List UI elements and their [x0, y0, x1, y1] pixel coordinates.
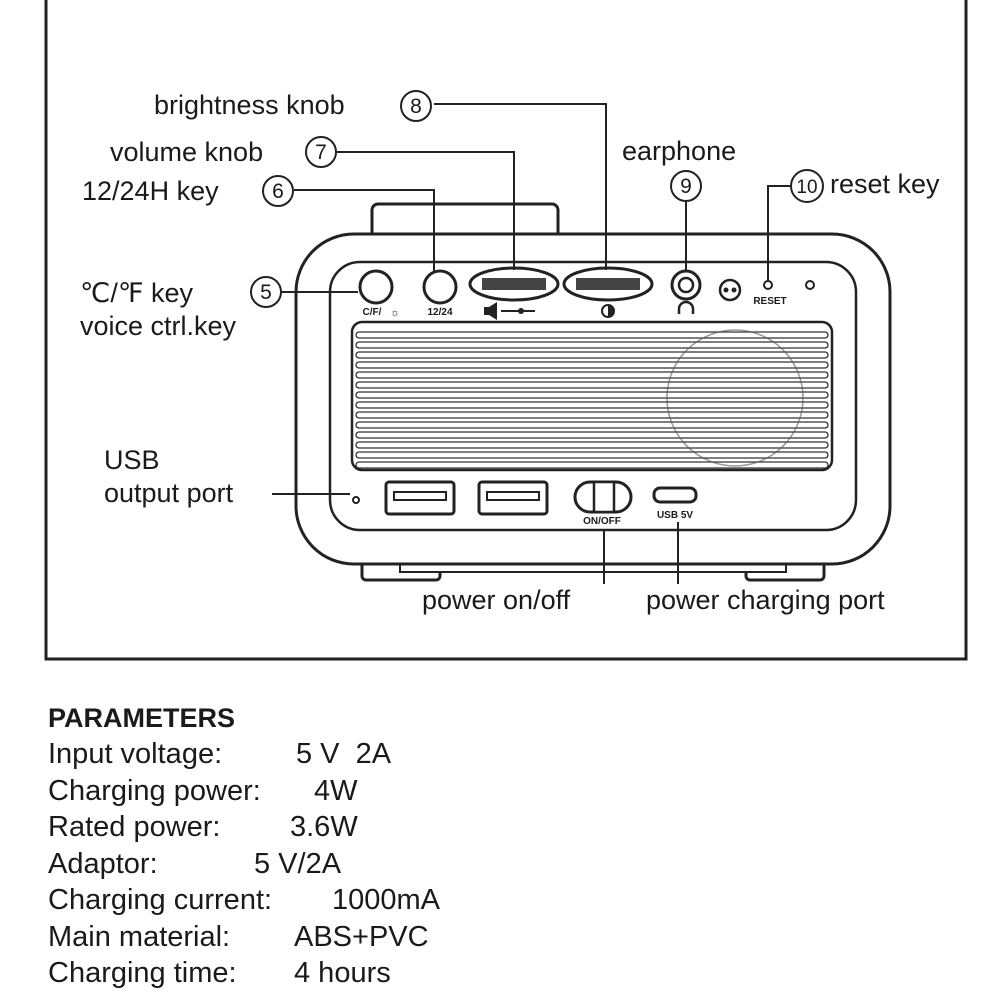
label-usb-line1: USB	[104, 445, 160, 475]
power-switch-slider	[592, 480, 616, 514]
param-value: 3.6W	[290, 811, 358, 843]
speaker-grille-slats	[355, 331, 829, 469]
param-value: ABS+PVC	[294, 920, 429, 953]
param-key: Rated power:	[48, 811, 221, 843]
label-power-charging-port: power charging port	[646, 585, 885, 615]
indicator-hole	[805, 280, 815, 290]
param-row: Input voltage: 5 V 2A	[48, 736, 391, 773]
param-value: 5 V 2A	[296, 738, 392, 770]
headphone-icon	[677, 300, 695, 314]
diagram-frame	[44, 0, 968, 661]
label-earphone: earphone	[622, 136, 736, 166]
sun-icon: ☼	[390, 307, 400, 319]
earphone-jack-hole	[677, 276, 695, 294]
svg-text:7: 7	[315, 141, 327, 164]
grille-slat	[355, 461, 829, 469]
key-1224-marking: 12/24	[427, 307, 452, 318]
onoff-marking: ON/OFF	[583, 516, 621, 527]
key-1224[interactable]	[422, 269, 458, 305]
label-cf-key: ℃/℉ key	[80, 278, 194, 308]
svg-text:10: 10	[796, 177, 817, 198]
callout-9: 9	[670, 170, 702, 202]
reset-pinhole[interactable]	[763, 280, 773, 290]
grille-slat	[355, 341, 829, 349]
param-key: Charging power:	[48, 774, 261, 807]
param-row: Adaptor: 5 V/2A	[48, 846, 341, 883]
param-row: Charging power: 4W	[48, 773, 358, 810]
grille-slat	[355, 371, 829, 379]
svg-text:5: 5	[260, 281, 272, 304]
grille-slat	[355, 401, 829, 409]
param-value: 1000mA	[332, 884, 441, 916]
param-row: Charging time: 4 hours	[48, 955, 391, 992]
reset-marking: RESET	[753, 296, 786, 307]
usb-port-1-tongue	[393, 491, 447, 501]
param-key: Charging current:	[48, 884, 273, 916]
usb5v-marking: USB 5V	[657, 510, 693, 521]
label-voice-ctrl-key: voice ctrl.key	[80, 311, 237, 341]
label-power-onoff: power on/off	[422, 585, 571, 615]
param-key: Input voltage:	[48, 738, 223, 770]
grille-slat	[355, 441, 829, 449]
grille-slat	[355, 451, 829, 459]
grille-slat	[355, 361, 829, 369]
param-row: Main material: ABS+PVC	[48, 919, 429, 956]
aux-symbol-icon	[718, 278, 742, 302]
speaker-driver-outline	[666, 329, 804, 467]
contrast-icon	[601, 304, 615, 318]
cf-key-marking: C/F/	[363, 307, 382, 318]
label-brightness-knob: brightness knob	[154, 90, 345, 120]
param-value: 5 V/2A	[254, 847, 342, 880]
grille-slat	[355, 391, 829, 399]
micro-usb-port[interactable]	[652, 486, 698, 504]
grille-slat	[355, 421, 829, 429]
callout-8: 8	[400, 90, 432, 122]
grille-slat	[355, 431, 829, 439]
svg-text:8: 8	[410, 95, 422, 118]
volume-knob-ridges	[482, 278, 546, 290]
param-row: Rated power: 3.6W	[48, 809, 358, 846]
grille-slat	[355, 351, 829, 359]
volume-speaker-icon	[484, 302, 535, 320]
callout-7: 7	[305, 136, 337, 168]
label-usb-line2: output port	[104, 478, 234, 508]
svg-text:9: 9	[680, 175, 692, 198]
grille-slat	[355, 331, 829, 339]
param-key: Main material:	[48, 920, 231, 953]
usb-port-2-tongue	[486, 491, 540, 501]
callout-6: 6	[262, 175, 294, 207]
label-1224h-key: 12/24H key	[82, 176, 219, 206]
param-key: Charging time:	[48, 957, 237, 989]
param-row: Charging current: 1000mA	[48, 882, 440, 919]
label-volume-knob: volume knob	[110, 137, 263, 167]
parameters-title: PARAMETERS	[48, 703, 236, 733]
callout-leaders	[272, 103, 790, 584]
callout-5: 5	[250, 276, 282, 308]
brightness-knob-ridges	[576, 278, 640, 290]
param-value: 4W	[314, 774, 358, 807]
grille-slat	[355, 381, 829, 389]
grille-slat	[355, 411, 829, 419]
device-rear-diagram: C/F/ ☼ 12/24 RESET ON/OFF USB 5V	[44, 0, 968, 661]
cf-voice-key[interactable]	[358, 269, 394, 305]
callout-10: 10	[790, 169, 824, 203]
param-key: Adaptor:	[48, 847, 158, 880]
label-reset-key: reset key	[830, 169, 940, 199]
svg-text:6: 6	[272, 180, 284, 203]
small-indicator	[352, 496, 360, 504]
param-value: 4 hours	[294, 957, 391, 989]
parameters-section: PARAMETERS Input voltage: 5 V 2A Charging…	[48, 700, 440, 992]
